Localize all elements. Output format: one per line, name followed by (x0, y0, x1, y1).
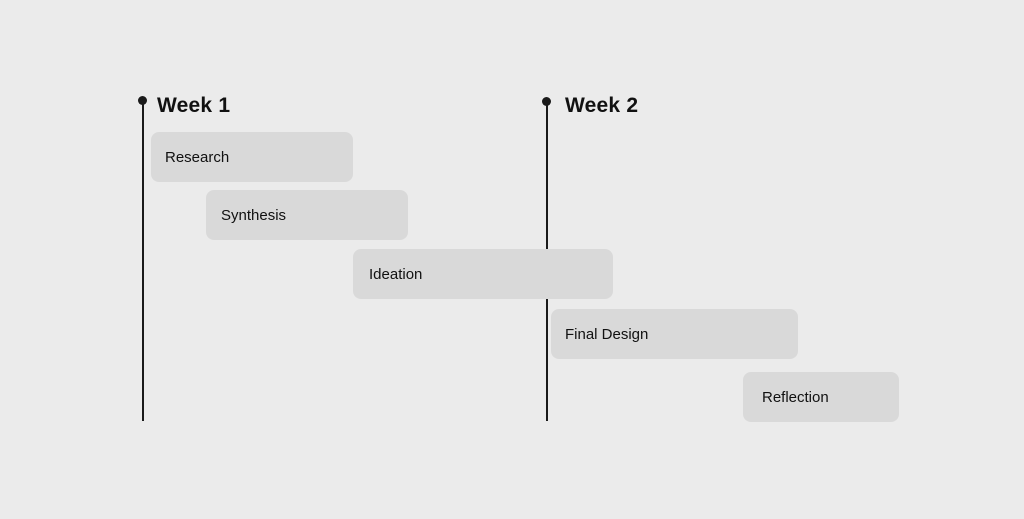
task-label-research: Research (165, 148, 230, 166)
task-label-ideation: Ideation (369, 265, 423, 283)
task-label-reflection: Reflection (762, 388, 829, 406)
task-bar-synthesis: Synthesis (206, 190, 408, 240)
task-label-final-design: Final Design (565, 325, 649, 343)
week-2-label: Week 2 (565, 94, 639, 117)
task-bar-reflection: Reflection (743, 372, 899, 422)
task-bar-research: Research (151, 132, 353, 182)
task-label-synthesis: Synthesis (221, 206, 287, 224)
week-1-timeline-line (142, 100, 144, 421)
task-bar-final-design: Final Design (551, 309, 798, 359)
week-1-label: Week 1 (157, 94, 231, 117)
task-bar-ideation: Ideation (353, 249, 613, 299)
